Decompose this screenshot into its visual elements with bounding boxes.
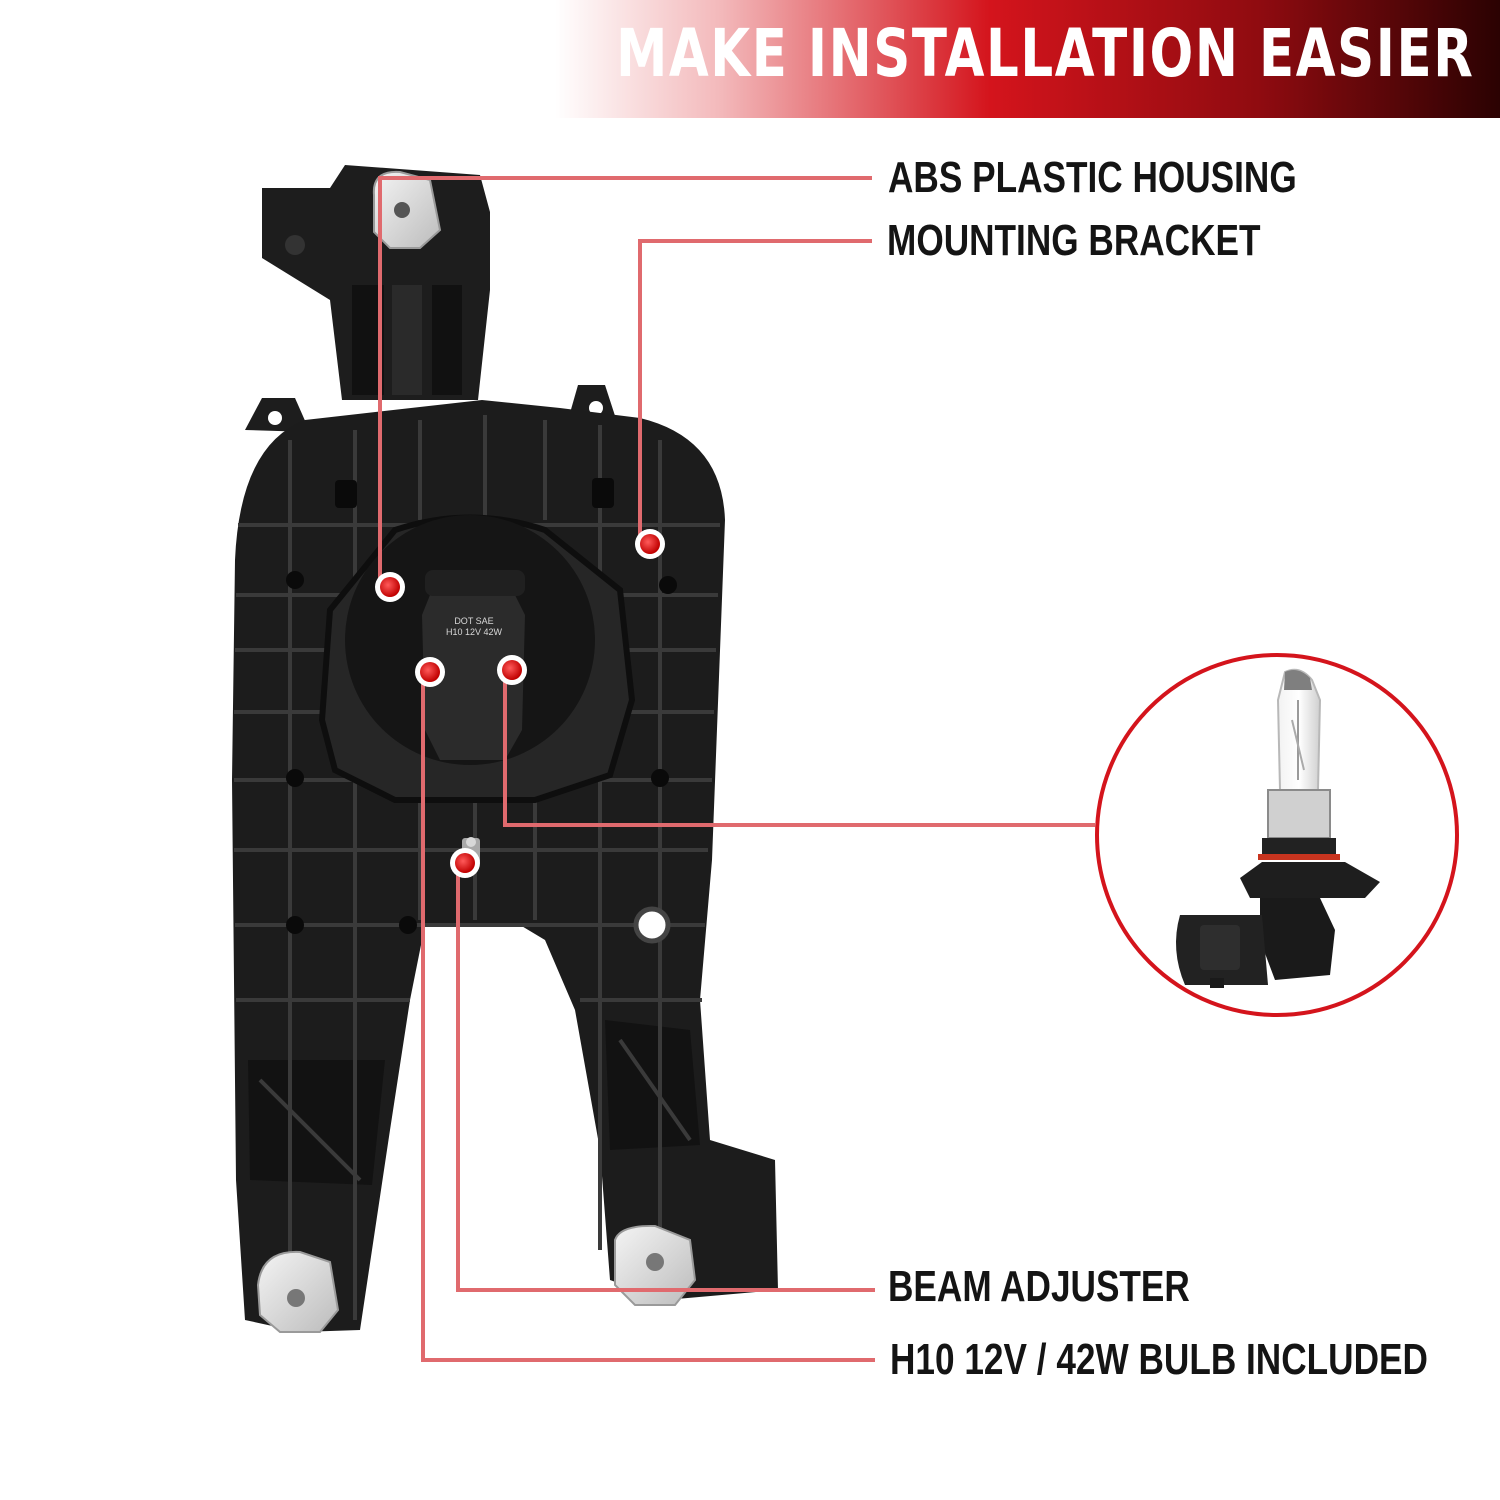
callout-bulb-included: H10 12V / 42W BULB INCLUDED [890, 1335, 1428, 1384]
callout-lines [378, 176, 1095, 1362]
title-banner: MAKE INSTALLATION EASIER [0, 0, 1500, 118]
callout-mounting-bracket: MOUNTING BRACKET [887, 216, 1261, 265]
bulb-cap-line-1: DOT SAE [454, 616, 493, 626]
mounting-bushings [256, 170, 697, 1333]
bulb-cap-line-2: H10 12V 42W [446, 627, 503, 637]
callout-beam-adjuster: BEAM ADJUSTER [888, 1262, 1190, 1311]
h10-bulb-image [1176, 668, 1380, 988]
bulb-inset [1095, 653, 1459, 1017]
banner-title: MAKE INSTALLATION EASIER [615, 15, 1474, 92]
callout-dots [375, 529, 665, 878]
callout-abs-plastic-housing: ABS PLASTIC HOUSING [888, 153, 1297, 202]
housing-screw-bosses [286, 478, 677, 934]
